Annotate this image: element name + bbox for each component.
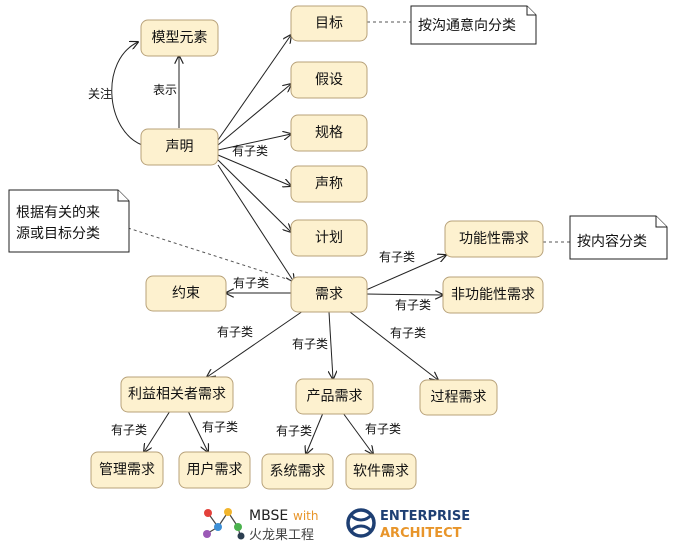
node-stakeholder-req[interactable]: 利益相关者需求 bbox=[120, 376, 234, 413]
edge-statement-claim bbox=[217, 154, 291, 186]
ea-line2: ARCHITECT bbox=[380, 526, 462, 541]
node-goal[interactable]: 目标 bbox=[290, 5, 368, 42]
label-subclass-user: 有子类 bbox=[202, 420, 238, 434]
molecule-icon bbox=[203, 508, 245, 540]
node-specification[interactable]: 规格 bbox=[290, 114, 368, 152]
enterprise-architect-logo: ENTERPRISE ARCHITECT bbox=[346, 508, 470, 541]
ea-line1: ENTERPRISE bbox=[380, 509, 470, 524]
node-product-req[interactable]: 产品需求 bbox=[295, 378, 374, 415]
edge-stakeholder-management bbox=[144, 410, 171, 452]
edge-statement-assumption bbox=[217, 84, 291, 146]
node-system-req[interactable]: 系统需求 bbox=[261, 453, 334, 490]
svg-text:管理需求: 管理需求 bbox=[99, 462, 155, 478]
node-model-element[interactable]: 模型元素 bbox=[140, 19, 219, 57]
svg-text:功能性需求: 功能性需求 bbox=[459, 231, 529, 247]
svg-text:计划: 计划 bbox=[315, 230, 343, 246]
label-subclass-system: 有子类 bbox=[276, 424, 312, 438]
svg-text:模型元素: 模型元素 bbox=[152, 30, 208, 46]
edge-relates-loop bbox=[111, 42, 143, 146]
node-requirement[interactable]: 需求 bbox=[290, 276, 368, 313]
svg-text:软件需求: 软件需求 bbox=[353, 464, 409, 480]
edge-statement-plan bbox=[217, 159, 291, 232]
label-subclass-nonfunctional: 有子类 bbox=[395, 298, 431, 312]
edge-req-stakeholder bbox=[207, 310, 304, 377]
edge-statement-spec bbox=[217, 134, 291, 151]
svg-text:用户需求: 用户需求 bbox=[187, 461, 243, 478]
ea-emblem-icon bbox=[346, 508, 376, 538]
node-user-req[interactable]: 用户需求 bbox=[178, 451, 251, 489]
label-subclass-constraint: 有子类 bbox=[233, 276, 269, 290]
svg-text:假设: 假设 bbox=[315, 72, 343, 88]
node-nonfunctional-req[interactable]: 非功能性需求 bbox=[442, 276, 544, 314]
svg-text:声明: 声明 bbox=[166, 139, 194, 155]
edge-statement-goal bbox=[217, 35, 291, 141]
edge-product-system bbox=[306, 412, 324, 454]
label-represents: 表示 bbox=[153, 83, 177, 97]
node-statement[interactable]: 声明 bbox=[140, 128, 219, 166]
svg-text:产品需求: 产品需求 bbox=[307, 389, 363, 405]
edges bbox=[111, 21, 570, 454]
label-subclass-product: 有子类 bbox=[292, 337, 328, 351]
svg-text:约束: 约束 bbox=[172, 286, 200, 302]
label-subclass-stakeholder: 有子类 bbox=[217, 325, 253, 339]
note-by-source: 根据有关的来 源或目标分类 bbox=[8, 189, 130, 253]
edge-req-nonfunctional bbox=[365, 294, 443, 295]
edge-req-process bbox=[349, 311, 438, 380]
svg-text:按内容分类: 按内容分类 bbox=[577, 233, 647, 250]
label-subclass-statement: 有子类 bbox=[232, 144, 268, 158]
mbse-logo: MBSE with 火龙果工程 bbox=[203, 508, 318, 543]
svg-text:需求: 需求 bbox=[315, 287, 343, 303]
svg-text:目标: 目标 bbox=[315, 16, 343, 32]
note-link-source bbox=[127, 227, 294, 282]
label-subclass-software: 有子类 bbox=[365, 422, 401, 436]
note-by-content: 按内容分类 bbox=[569, 215, 668, 260]
svg-text:规格: 规格 bbox=[315, 125, 343, 141]
svg-text:根据有关的来: 根据有关的来 bbox=[16, 205, 100, 221]
edge-stakeholder-user bbox=[187, 410, 208, 452]
edge-statement-requirement bbox=[217, 164, 294, 282]
node-management-req[interactable]: 管理需求 bbox=[90, 451, 164, 489]
node-software-req[interactable]: 软件需求 bbox=[345, 453, 417, 490]
edge-req-product bbox=[329, 311, 333, 379]
svg-text:声称: 声称 bbox=[315, 176, 343, 192]
edge-req-functional bbox=[365, 255, 446, 291]
svg-text:非功能性需求: 非功能性需求 bbox=[451, 287, 535, 303]
node-process-req[interactable]: 过程需求 bbox=[419, 379, 498, 416]
svg-text:源或目标分类: 源或目标分类 bbox=[16, 226, 100, 242]
mbse-sub: 火龙果工程 bbox=[249, 528, 314, 543]
edge-labels: 关注 表示 有子类 有子类 有子类 有子类 有子类 有子类 有子类 有子类 有子… bbox=[88, 83, 431, 438]
svg-text:系统需求: 系统需求 bbox=[270, 464, 326, 480]
node-constraint[interactable]: 约束 bbox=[145, 275, 227, 312]
mbse-label: MBSE bbox=[249, 508, 288, 524]
label-subclass-functional: 有子类 bbox=[379, 250, 415, 264]
svg-text:按沟通意向分类: 按沟通意向分类 bbox=[418, 17, 516, 34]
mbse-with: with bbox=[293, 509, 318, 523]
node-assumption[interactable]: 假设 bbox=[290, 61, 368, 99]
edge-product-software bbox=[342, 412, 373, 454]
svg-text:利益相关者需求: 利益相关者需求 bbox=[128, 387, 226, 403]
node-plan[interactable]: 计划 bbox=[290, 219, 368, 257]
node-claim[interactable]: 声称 bbox=[290, 165, 368, 203]
label-subclass-process: 有子类 bbox=[390, 326, 426, 340]
node-functional-req[interactable]: 功能性需求 bbox=[444, 220, 544, 258]
label-subclass-management: 有子类 bbox=[111, 423, 147, 437]
label-relates: 关注 bbox=[88, 86, 112, 101]
svg-text:过程需求: 过程需求 bbox=[431, 390, 487, 406]
note-by-intent: 按沟通意向分类 bbox=[410, 5, 537, 45]
